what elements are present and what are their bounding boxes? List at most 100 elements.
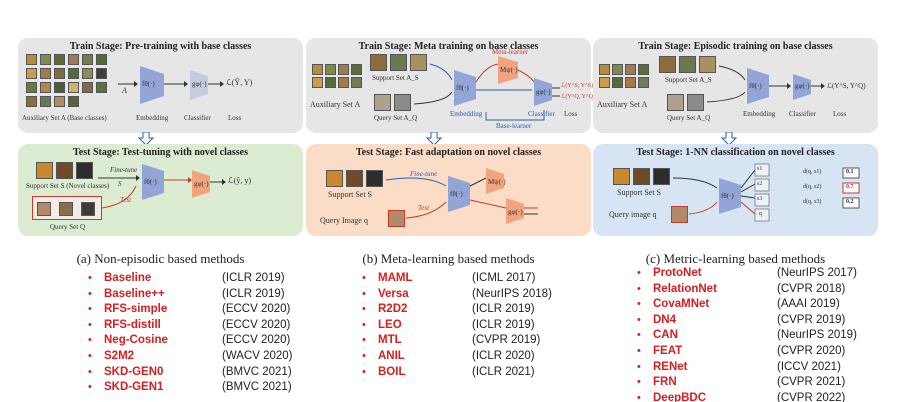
embedding-label: Embedding [450,110,483,118]
support-image [699,56,716,73]
support-set-label: Support Set A_S [665,76,712,84]
method-name: CAN [653,329,678,342]
test-stage-box: Test Stage: 1-NN classification on novel… [593,144,878,236]
image-thumb [26,68,37,79]
method-venue: (CVPR 2020) [777,344,846,357]
image-thumb [638,64,649,75]
test-flow-diagram [98,164,226,209]
method-venue: (CVPR 2018) [777,282,846,295]
image-thumb [26,54,37,65]
image-thumb [68,68,79,79]
bullet-icon: • [637,344,641,357]
method-venue: (NeurIPS 2019) [777,329,857,342]
embedding-fn-label: fθ(·) [142,80,155,88]
auxiliary-set-label: Auxiliary Set A [310,100,361,109]
support-image [653,168,670,185]
train-flow-diagram [413,56,560,121]
query-image [671,206,688,223]
method-venue: (ICLR 2019) [472,318,535,331]
embedding-encoder [142,164,164,200]
method-venue: (ECCV 2020) [222,303,291,316]
embedding-label: Embedding [136,114,169,122]
support-feature-label: s2 [757,181,763,187]
test-flow-diagram [385,168,538,224]
method-name: SKD-GEN1 [104,381,164,394]
support-image [76,162,93,179]
classifier-label: Classifier [184,114,211,122]
image-thumb [68,54,79,65]
method-name: ANIL [378,349,405,362]
loss-label: Loss [564,110,578,118]
method-name: FRN [653,376,677,389]
image-thumb [612,64,623,75]
image-thumb [26,96,37,107]
distance-score: 0.7 [846,184,854,190]
embedding-fn-label: fθ(·) [450,190,463,198]
test-flow-diagram [672,163,860,222]
image-thumb [599,64,610,75]
distance-label: d(q, s1) [803,169,822,175]
image-thumb [312,77,323,88]
image-thumb [325,77,336,88]
query-image [388,210,405,227]
loss-equation: ℒ(Ŷ, Y) [226,78,253,87]
support-image [679,56,696,73]
image-thumb [338,77,349,88]
meta-learner-label: Meta-learner [492,48,529,56]
distance-score-box [842,197,860,209]
test-label: Test [418,204,430,212]
classifier-head [190,70,208,100]
fine-tune-label: Fine-tune [410,170,438,178]
method-venue: (AAAI 2019) [777,298,840,311]
method-venue: (NeurIPS 2017) [777,267,857,279]
bullet-icon: • [88,303,92,316]
bullet-icon: • [362,272,366,284]
method-venue: (ICML 2017) [472,272,536,284]
support-feature [754,163,770,177]
distance-score-box [842,167,860,179]
bullet-icon: • [88,287,92,300]
support-image [366,170,383,187]
method-venue: (BMVC 2021) [222,365,292,378]
embedding-encoder [140,66,164,104]
bullet-icon: • [88,381,92,394]
image-thumb [68,82,79,93]
classifier-fn-label: gφ(·) [536,88,551,96]
query-feature [754,208,770,222]
method-venue: (ICLR 2019) [472,303,535,316]
method-name: BOIL [378,365,406,378]
train-stage-title: Train Stage: Pre-training with base clas… [69,41,252,52]
query-set-label: Query Set A_Q [667,114,711,122]
method-name: Baseline [104,272,152,284]
bullet-icon: • [637,376,641,389]
method-venue: (CVPR 2021) [777,376,846,389]
support-image [390,54,407,71]
method-venue: (BMVC 2021) [222,381,292,394]
support-image [346,170,363,187]
test-stage-title: Test Stage: Test-tuning with novel class… [73,147,248,158]
image-thumb [26,82,37,93]
bullet-icon: • [88,272,92,284]
method-name: Versa [378,287,409,300]
method-name: MAML [378,272,413,284]
bullet-icon: • [637,391,641,402]
bullet-icon: • [362,303,366,316]
method-venue: (ECCV 2020) [222,334,291,347]
distance-score: 0.1 [846,169,854,175]
query-image-label: Query Image q [320,216,368,225]
embedding-fn-label: fθ(·) [456,84,469,92]
image-thumb [54,54,65,65]
distance-score-box [842,182,860,194]
support-image [370,54,387,71]
embedding-fn-label: fθ(·) [144,178,157,186]
method-name: DN4 [653,313,677,326]
bullet-icon: • [88,334,92,347]
base-learner-label: Base-learner [496,122,532,130]
method-name: RFS-simple [104,303,168,316]
bullet-icon: • [637,313,641,326]
image-thumb [312,64,323,75]
classifier-fn-label: gφ(·) [192,80,207,88]
image-thumb [54,68,65,79]
support-set-label: Support Set S (Novel classes) [26,182,110,190]
classifier-fn-label: gφ(·) [508,208,523,216]
